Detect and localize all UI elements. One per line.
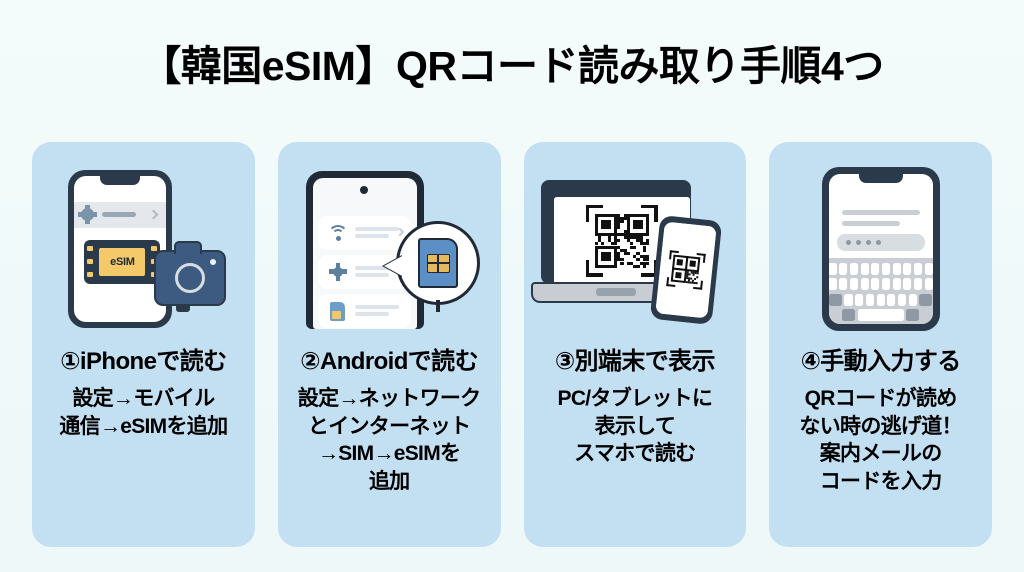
esim-chip-label: eSIM xyxy=(97,245,148,278)
chevron-right-icon xyxy=(148,209,159,219)
trackpad xyxy=(595,287,636,296)
step-4-body: QRコードが読め ない時の逃げ道！ 案内メールの コードを入力 xyxy=(799,386,962,494)
keyboard-key[interactable] xyxy=(913,262,923,275)
keyboard-key[interactable] xyxy=(842,309,856,321)
keyboard-key[interactable] xyxy=(892,262,901,275)
keyboard-shift-key[interactable] xyxy=(828,293,842,306)
keyboard-key[interactable] xyxy=(913,278,923,290)
sim-speech-bubble xyxy=(396,220,481,312)
step-3-body: PC/タブレットに 表示して スマホで読む xyxy=(557,386,713,466)
keyboard-key[interactable] xyxy=(828,278,837,290)
code-input-field[interactable] xyxy=(836,233,925,251)
illustration-iphone-esim-camera: eSIM xyxy=(32,142,255,347)
step-card-1: eSIM ①iPhoneで読む 設定→モバイル 通信→eSIMを追加 xyxy=(32,142,255,547)
smartphone-icon xyxy=(649,214,723,325)
page-title: 【韓国eSIM】QRコード読み取り手順4つ xyxy=(140,43,884,89)
keyboard-key[interactable] xyxy=(849,278,858,290)
android-camera-hole xyxy=(360,185,369,194)
keyboard-key[interactable] xyxy=(908,293,917,306)
step-3-heading: ③別端末で表示 xyxy=(554,348,716,375)
step-card-4: ④手動入力する QRコードが読め ない時の逃げ道！ 案内メールの コードを入力 xyxy=(769,142,992,547)
illustration-laptop-phone-qr xyxy=(524,142,747,347)
keyboard-key[interactable] xyxy=(876,293,885,306)
keyboard-key[interactable] xyxy=(871,262,880,275)
keyboard-key[interactable] xyxy=(860,262,869,275)
keyboard-key[interactable] xyxy=(881,262,891,275)
phone-notch xyxy=(858,173,903,183)
step-1-heading: ①iPhoneで読む xyxy=(60,348,227,375)
step-2-body: 設定→ネットワーク とインターネット →SIM→eSIMを 追加 xyxy=(297,386,481,494)
keyboard-key[interactable] xyxy=(855,293,864,306)
keyboard-key[interactable] xyxy=(897,293,907,306)
sim-settings-row xyxy=(319,293,412,328)
gear-icon xyxy=(327,261,349,283)
keyboard-key[interactable] xyxy=(887,293,896,306)
keyboard-key[interactable] xyxy=(903,278,912,290)
wifi-settings-row xyxy=(319,215,412,250)
smartphone-screen xyxy=(655,221,717,318)
step-1-body: 設定→モバイル 通信→eSIMを追加 xyxy=(59,386,228,438)
step-card-2: ②Androidで読む 設定→ネットワーク とインターネット →SIM→eSIM… xyxy=(277,142,501,547)
keyboard-space-key[interactable] xyxy=(857,309,904,321)
onscreen-keyboard[interactable] xyxy=(828,257,933,324)
settings-label-bar xyxy=(102,212,137,217)
keyboard-key[interactable] xyxy=(828,262,837,275)
keyboard-key[interactable] xyxy=(849,262,858,275)
keyboard-key[interactable] xyxy=(839,262,848,275)
text-line xyxy=(841,220,900,226)
keyboard-key[interactable] xyxy=(871,278,880,290)
camera-icon xyxy=(154,240,227,312)
iphone-notch xyxy=(100,175,141,185)
keyboard-key[interactable] xyxy=(903,262,912,275)
keyboard-key[interactable] xyxy=(924,262,933,275)
keyboard-key[interactable] xyxy=(881,278,891,290)
text-line xyxy=(841,209,920,215)
keyboard-key[interactable] xyxy=(860,278,869,290)
wifi-icon xyxy=(327,222,349,244)
illustration-android-sim-bubble xyxy=(278,142,501,347)
step-4-heading: ④手動入力する xyxy=(800,348,962,375)
step-2-heading: ②Androidで読む xyxy=(300,348,478,375)
steps-card-grid: eSIM ①iPhoneで読む 設定→モバイル 通信→eSIMを追加 xyxy=(32,142,992,547)
keyboard-key[interactable] xyxy=(844,293,853,306)
keyboard-key[interactable] xyxy=(892,278,901,290)
settings-row xyxy=(74,201,167,228)
qr-code-small xyxy=(655,221,717,318)
keyboard-key[interactable] xyxy=(839,278,848,290)
keyboard-backspace-key[interactable] xyxy=(919,293,933,306)
phone-screen xyxy=(828,173,933,324)
keyboard-key[interactable] xyxy=(906,309,920,321)
sim-card-illustration xyxy=(418,237,459,288)
sim-card-icon xyxy=(327,300,349,322)
illustration-phone-keyboard-input xyxy=(769,142,992,347)
speech-bubble-tail xyxy=(384,254,405,277)
step-card-3: ③別端末で表示 PC/タブレットに 表示して スマホで読む xyxy=(523,142,747,547)
keyboard-key[interactable] xyxy=(924,278,933,290)
gear-icon xyxy=(78,205,98,224)
keyboard-key[interactable] xyxy=(865,293,875,306)
esim-chip-icon: eSIM xyxy=(84,239,161,284)
